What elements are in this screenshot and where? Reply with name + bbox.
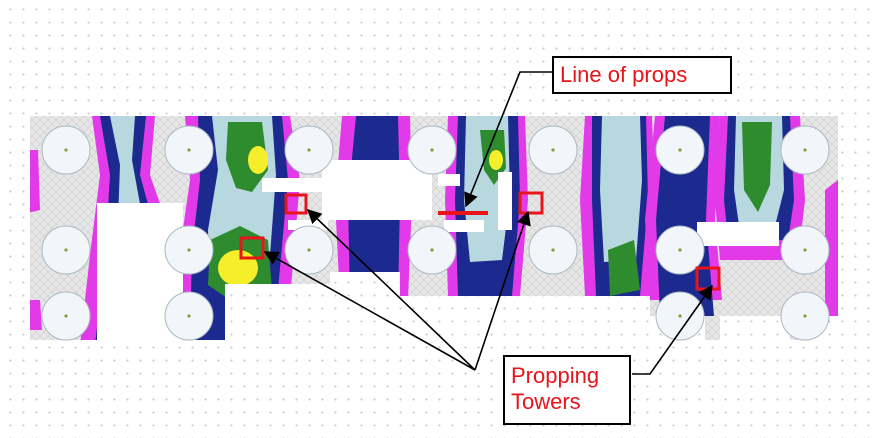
propping-towers-text-line2: Towers (511, 389, 581, 414)
arrow-tower-2 (306, 209, 476, 371)
propping-towers-text-line1: Propping (511, 363, 600, 388)
arrow-line-of-props (464, 71, 552, 208)
column-centre-dots (64, 148, 807, 318)
leader-arrows (263, 71, 713, 375)
opening-centre (322, 160, 432, 220)
line-of-props-label: Line of props (552, 56, 732, 94)
contour-band-4 (445, 116, 528, 296)
propping-tower-marker (239, 236, 265, 260)
arrow-tower-1 (263, 251, 476, 371)
propping-tower-marker (284, 193, 308, 215)
opening-small-centre (444, 220, 484, 232)
opening-props-slot (498, 172, 512, 230)
contour-band-5 (580, 116, 655, 296)
line-of-props-text: Line of props (560, 62, 688, 87)
arrow-tower-3 (474, 210, 531, 371)
arrow-tower-4 (632, 284, 713, 375)
contour-band-edge-right (30, 150, 838, 330)
opening-centre-right-slot (438, 174, 460, 186)
opening-right (697, 222, 779, 246)
propping-towers-label: Propping Towers (503, 355, 631, 425)
opening-small-left (288, 220, 328, 230)
opening-centre-left-slot (262, 178, 326, 192)
propping-tower-marker (518, 191, 544, 215)
